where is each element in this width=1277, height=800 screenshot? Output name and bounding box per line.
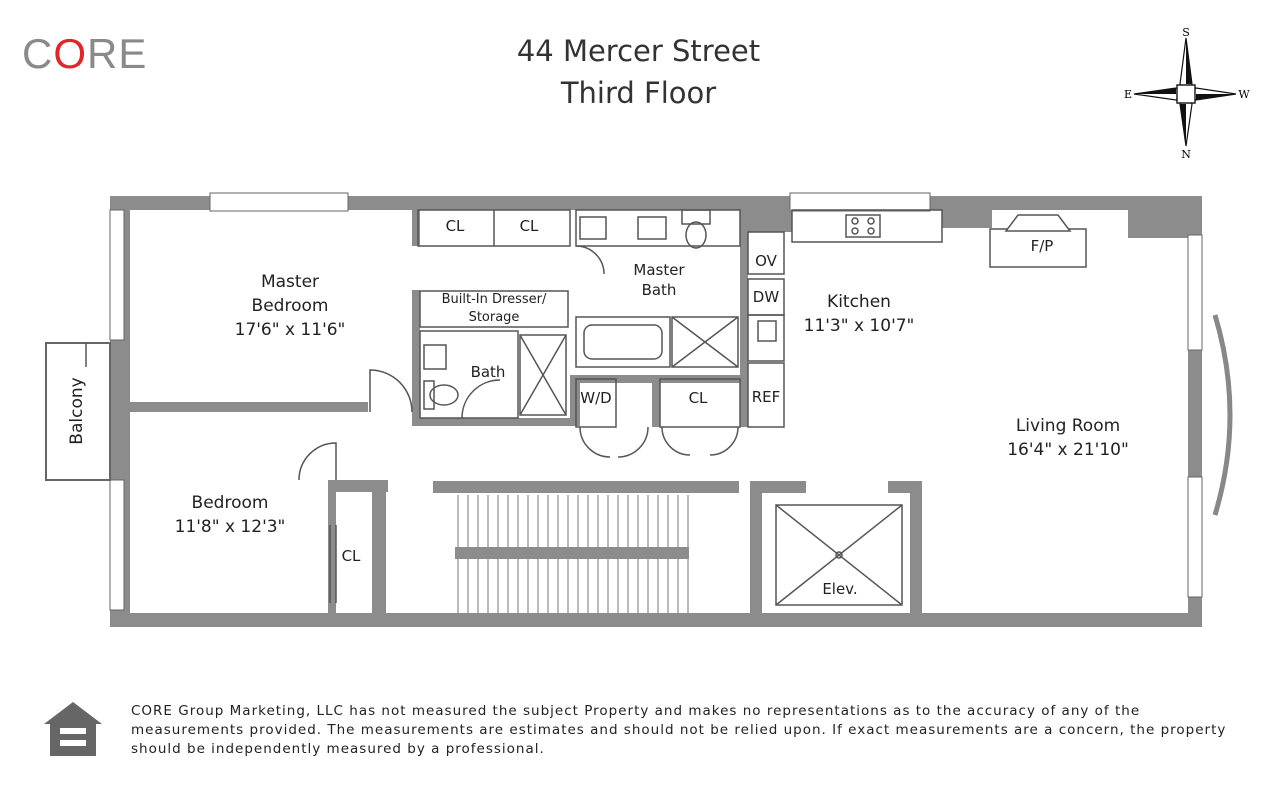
dishwasher-label: DW [752,288,780,306]
closet-label-1: CL [445,217,465,235]
fireplace-label: F/P [1030,237,1054,255]
master-bedroom-size: 17'6" x 11'6" [234,320,346,340]
floor-plan-drawing [45,192,1233,627]
floor-plan: Master Bedroom 17'6" x 11'6" Bedroom 11'… [40,185,1240,645]
equal-housing-icon [42,700,104,758]
stairs [457,495,689,613]
logo-letters-re: RE [87,30,148,77]
bath-label: Bath [470,363,506,381]
listing-title: 44 Mercer Street Third Floor [440,30,837,114]
compass-north-label: N [1181,148,1191,161]
living-room-size: 16'4" x 21'10" [1007,440,1129,460]
core-logo: CORE [22,30,147,78]
oven-label: OV [755,252,777,270]
logo-letter-o: O [53,30,88,77]
balcony-label: Balcony [67,377,87,445]
balcony-outline [45,342,111,481]
windows [109,192,1203,611]
address-title: 44 Mercer Street [516,34,761,68]
compass-rose: S N E W [1120,24,1255,164]
living-room-label: Living Room 16'4" x 21'10" [978,414,1158,462]
master-bath-label: Master Bath [633,261,685,299]
interior-lines [85,209,1087,606]
washer-dryer-label: W/D [580,389,612,407]
closet-label-3: CL [688,389,708,407]
compass-south-label: S [1182,26,1190,39]
kitchen-label: Kitchen 11'3" x 10'7" [784,290,934,338]
elevator-label: Elev. [822,580,858,598]
refrigerator-label: REF [751,388,781,406]
kitchen-size: 11'3" x 10'7" [803,316,915,336]
closet-label-4: CL [341,547,361,565]
bay-window-arc [1212,314,1233,516]
compass-west-label: W [1238,88,1250,101]
closet-label-2: CL [519,217,539,235]
bedroom-label: Bedroom 11'8" x 12'3" [150,491,310,539]
logo-letter-c: C [22,30,54,77]
compass-east-label: E [1124,88,1132,101]
bedroom-size: 11'8" x 12'3" [174,517,286,537]
disclaimer-text: CORE Group Marketing, LLC has not measur… [131,703,1227,757]
master-bedroom-label: Master Bedroom 17'6" x 11'6" [190,270,390,342]
built-in-dresser-label: Built-In Dresser/ Storage [441,292,547,325]
floor-subtitle: Third Floor [560,76,717,110]
compass-icon: S N E W [1124,26,1250,161]
